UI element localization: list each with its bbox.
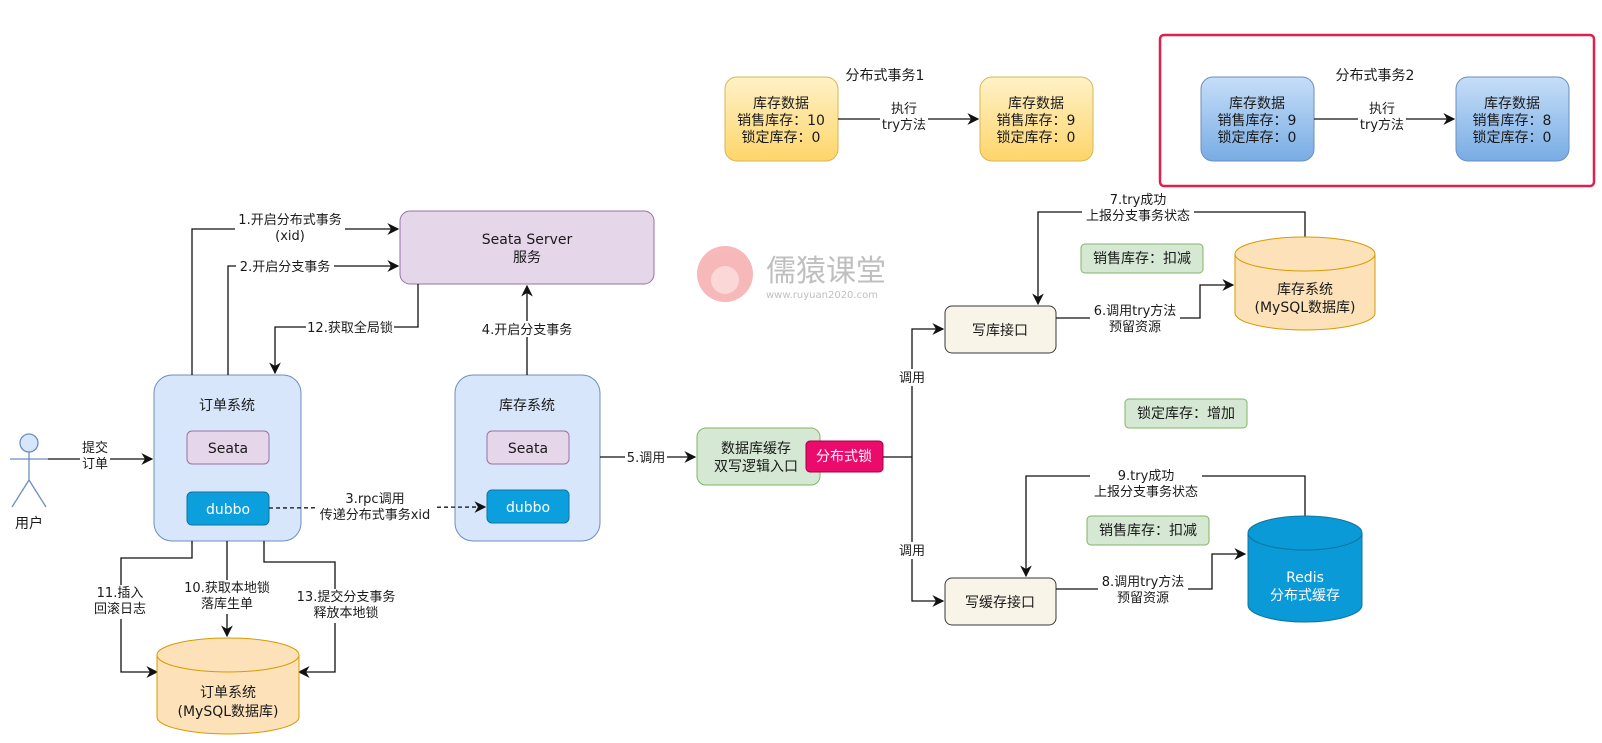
seata-server-line-2: 服务 bbox=[513, 250, 541, 266]
note-locked-add-text: 锁定库存：增加 bbox=[1137, 406, 1235, 422]
edge-8-label-1: 8.调用try方法 bbox=[1102, 574, 1185, 590]
t1-before-line-1: 库存数据 bbox=[753, 96, 809, 112]
t2-after-line-2: 销售库存：8 bbox=[1473, 113, 1552, 129]
t1-after-line-1: 库存数据 bbox=[1008, 96, 1064, 112]
write-cache-interface-node[interactable] bbox=[944, 577, 1057, 626]
t1-before-line-3: 锁定库存：0 bbox=[742, 130, 821, 146]
edge-13-arrow bbox=[263, 541, 336, 678]
watermark-name: 儒猿课堂 bbox=[766, 254, 886, 289]
order-system-title: 订单系统 bbox=[199, 398, 255, 414]
edge-13-label-1: 13.提交分支事务 bbox=[297, 589, 396, 605]
edge-3-label-2: 传递分布式事务xid bbox=[320, 507, 431, 523]
edge-2-label: 2.开启分支事务 bbox=[240, 259, 330, 275]
inventory-system-title: 库存系统 bbox=[499, 398, 555, 414]
t2-edge-label-2: try方法 bbox=[1360, 117, 1404, 133]
dual-write-line-2: 双写逻辑入口 bbox=[714, 459, 798, 475]
t2-before-line-3: 锁定库存：0 bbox=[1218, 130, 1297, 146]
order-seata-component[interactable] bbox=[186, 430, 270, 465]
transaction-2-group: 分布式事务2 库存数据 销售库存：9 锁定库存：0 执行 try方法 库存数据 … bbox=[1158, 33, 1596, 188]
submit-order-label-1: 提交 bbox=[82, 440, 108, 456]
call-up-label: 调用 bbox=[899, 371, 925, 386]
edge-10-label-1: 10.获取本地锁 bbox=[184, 580, 270, 596]
edge-4-label: 4.开启分支事务 bbox=[482, 322, 572, 338]
order-seata-label: Seata bbox=[208, 441, 248, 457]
edge-3-label-1: 3.rpc调用 bbox=[345, 492, 404, 507]
edge-12-label: 12.获取全局锁 bbox=[307, 320, 393, 336]
edge-9-label-1: 9.try成功 bbox=[1118, 469, 1175, 484]
t2-before-line-1: 库存数据 bbox=[1229, 96, 1285, 112]
redis-line-2: 分布式缓存 bbox=[1270, 588, 1340, 604]
edge-1-arrow bbox=[191, 223, 400, 375]
edge-7-label-2: 上报分支事务状态 bbox=[1086, 208, 1190, 224]
t1-edge-label-1: 执行 bbox=[891, 102, 917, 117]
transaction-1-group: 分布式事务1 库存数据 销售库存：10 锁定库存：0 执行 try方法 库存数据… bbox=[724, 68, 1094, 162]
write-db-interface-node[interactable] bbox=[944, 305, 1057, 354]
redis-cylinder[interactable] bbox=[1247, 515, 1363, 623]
seata-server-node[interactable] bbox=[399, 210, 655, 285]
user-label: 用户 bbox=[15, 515, 43, 532]
edge-9-label-2: 上报分支事务状态 bbox=[1094, 484, 1198, 500]
inventory-db-line-2: (MySQL数据库) bbox=[1255, 300, 1356, 316]
redis-line-1: Redis bbox=[1286, 570, 1324, 586]
call-down-label: 调用 bbox=[899, 544, 925, 559]
edge-6-label-1: 6.调用try方法 bbox=[1094, 303, 1177, 319]
note-locked-add bbox=[1124, 398, 1248, 429]
edge-6-label-2: 预留资源 bbox=[1109, 320, 1161, 335]
seata-server-line-1: Seata Server bbox=[482, 232, 573, 248]
t2-before-line-2: 销售库存：9 bbox=[1218, 113, 1297, 129]
user-icon bbox=[19, 433, 39, 453]
write-db-interface-label: 写库接口 bbox=[972, 322, 1028, 339]
inventory-dubbo-label: dubbo bbox=[506, 500, 550, 516]
note-cache-sales-deduct bbox=[1086, 515, 1210, 546]
order-db-cylinder[interactable] bbox=[156, 637, 300, 735]
user-actor[interactable] bbox=[10, 433, 48, 508]
t2-after-line-3: 锁定库存：0 bbox=[1473, 130, 1552, 146]
dual-write-line-1: 数据库缓存 bbox=[721, 441, 791, 457]
t1-edge-label-2: try方法 bbox=[882, 117, 926, 133]
edge-7-label-1: 7.try成功 bbox=[1110, 193, 1167, 208]
call-write-db-arrow bbox=[911, 323, 945, 457]
edge-8-label-2: 预留资源 bbox=[1117, 591, 1169, 606]
edge-5-label: 5.调用 bbox=[627, 451, 665, 466]
transaction-1-after-node[interactable] bbox=[979, 76, 1094, 162]
edge-2-arrow bbox=[227, 260, 400, 375]
inventory-seata-component[interactable] bbox=[486, 430, 570, 465]
call-write-cache-arrow bbox=[911, 457, 945, 607]
inventory-dubbo-component[interactable] bbox=[486, 489, 570, 524]
edge-1-label-1: 1.开启分布式事务 bbox=[238, 212, 341, 228]
inventory-db-line-1: 库存系统 bbox=[1277, 282, 1333, 298]
t1-after-line-3: 锁定库存：0 bbox=[997, 130, 1076, 146]
edge-11-arrow bbox=[120, 541, 193, 678]
inventory-db-cylinder[interactable] bbox=[1234, 236, 1376, 331]
edge-13-label-2: 释放本地锁 bbox=[313, 605, 378, 621]
t2-after-line-1: 库存数据 bbox=[1484, 96, 1540, 112]
edge-11-label-2: 回滚日志 bbox=[94, 601, 146, 617]
watermark-url: www.ruyuan2020.com bbox=[766, 290, 878, 301]
edge-1-label-2: (xid) bbox=[275, 229, 305, 244]
order-db-line-2: (MySQL数据库) bbox=[178, 704, 279, 720]
transaction-2-title: 分布式事务2 bbox=[1336, 68, 1415, 84]
t2-edge-label-1: 执行 bbox=[1369, 102, 1395, 117]
watermark: 儒猿课堂 www.ruyuan2020.com bbox=[697, 246, 886, 302]
note-cache-sales-text: 销售库存：扣减 bbox=[1099, 523, 1197, 539]
transaction-2-highlight-frame bbox=[1158, 33, 1596, 188]
t1-after-line-2: 销售库存：9 bbox=[997, 113, 1076, 129]
note-db-sales-text: 销售库存：扣减 bbox=[1093, 251, 1191, 267]
edge-11-label-1: 11.插入 bbox=[97, 586, 144, 601]
transaction-1-title: 分布式事务1 bbox=[846, 68, 925, 84]
distributed-lock-label: 分布式锁 bbox=[816, 449, 872, 465]
order-db-line-1: 订单系统 bbox=[200, 685, 256, 701]
note-db-sales-deduct bbox=[1080, 243, 1204, 274]
inventory-seata-label: Seata bbox=[508, 441, 548, 457]
transaction-2-after-node[interactable] bbox=[1455, 76, 1570, 162]
order-dubbo-label: dubbo bbox=[206, 502, 250, 518]
order-dubbo-component[interactable] bbox=[186, 491, 270, 526]
submit-order-label-2: 订单 bbox=[82, 457, 108, 472]
edge-10-label-2: 落库生单 bbox=[201, 596, 253, 612]
write-cache-interface-label: 写缓存接口 bbox=[965, 594, 1035, 611]
t1-before-line-2: 销售库存：10 bbox=[737, 113, 825, 129]
